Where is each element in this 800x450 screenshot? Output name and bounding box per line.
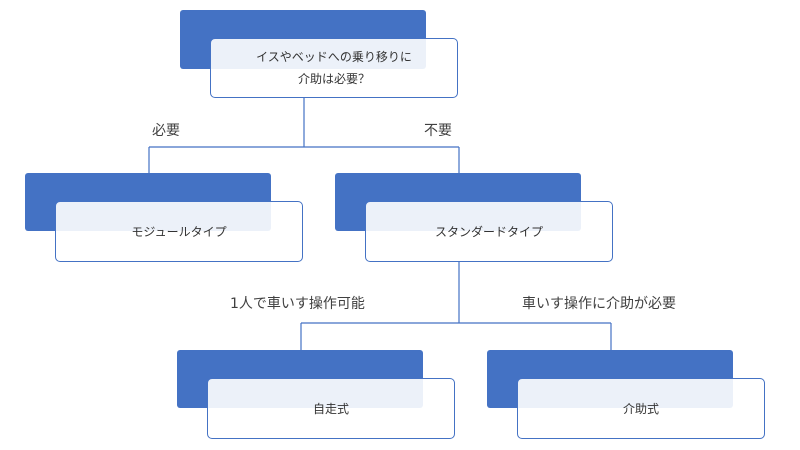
node-root-label: イスやベッドへの乗り移りに 介助は必要？ — [256, 50, 412, 86]
node-assisted-label: 介助式 — [622, 401, 659, 416]
node-standard-label: スタンダードタイプ — [434, 224, 543, 239]
node-modular-box: モジュールタイプ — [55, 201, 303, 262]
node-modular: モジュールタイプ — [25, 173, 305, 265]
node-self-propelled-box: 自走式 — [207, 378, 455, 439]
edge-label-need: 必要 — [152, 123, 180, 139]
edge-label-can-operate-alone: 1人で車いす操作可能 — [230, 296, 365, 312]
node-assisted-box: 介助式 — [517, 378, 765, 439]
node-modular-label: モジュールタイプ — [131, 224, 227, 239]
edge-label-no-need: 不要 — [424, 123, 452, 139]
node-root-box: イスやベッドへの乗り移りに 介助は必要？ — [210, 38, 458, 98]
node-standard: スタンダードタイプ — [335, 173, 615, 265]
node-self-propelled-label: 自走式 — [312, 401, 349, 416]
node-root: イスやベッドへの乗り移りに 介助は必要？ — [180, 10, 460, 100]
edge-label-needs-assistance: 車いす操作に介助が必要 — [522, 296, 676, 312]
node-assisted: 介助式 — [487, 350, 767, 442]
node-standard-box: スタンダードタイプ — [365, 201, 613, 262]
node-self-propelled: 自走式 — [177, 350, 457, 442]
